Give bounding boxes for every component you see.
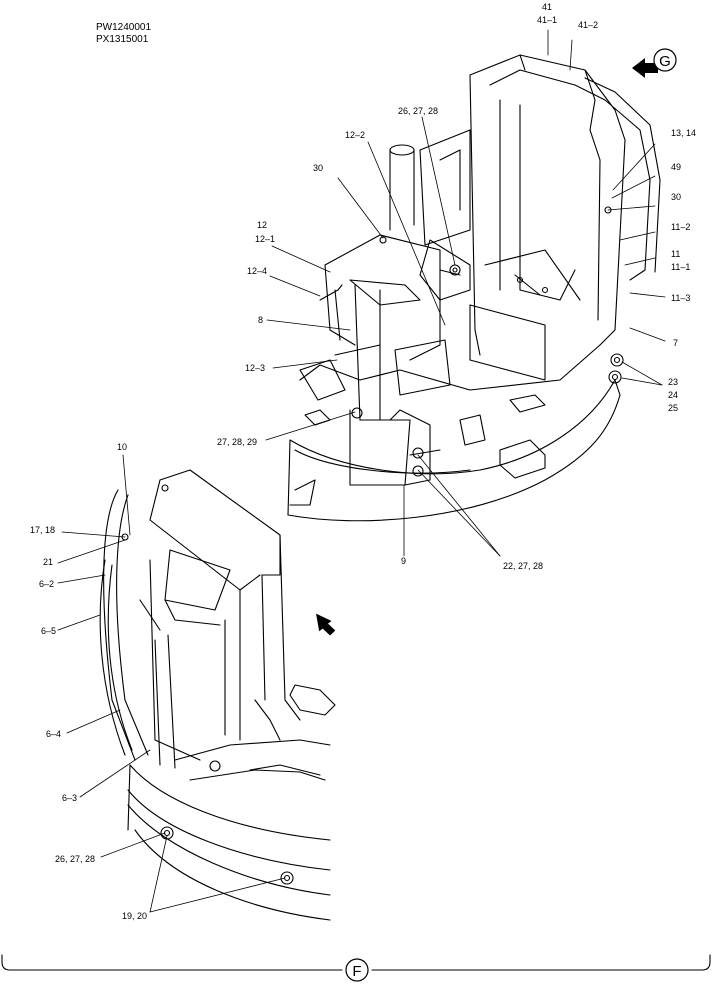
callout-11-3: 11–3 <box>671 293 691 303</box>
upper-floor-plate <box>287 344 621 522</box>
callout-11-2: 11–2 <box>671 222 691 232</box>
lower-floor-rim <box>127 684 336 921</box>
callout-12: 12 <box>257 220 268 230</box>
callout-12-3: 12–3 <box>245 363 266 373</box>
callout-8: 8 <box>258 315 264 325</box>
callout-26-27-28-bottom: 26, 27, 28 <box>55 854 96 864</box>
lower-cab-body <box>149 469 301 761</box>
callout-24: 24 <box>668 390 679 400</box>
model-code-2: PX1315001 <box>96 34 149 45</box>
callout-41-2: 41–2 <box>578 20 599 30</box>
callout-19-20: 19, 20 <box>122 911 148 921</box>
callout-41: 41 <box>542 2 553 12</box>
callout-12-4: 12–4 <box>247 266 268 276</box>
upper-floor-blocks <box>289 394 546 506</box>
view-marker-f: F <box>352 963 361 980</box>
callout-23: 23 <box>668 377 679 387</box>
callout-12-1: 12–1 <box>255 234 276 244</box>
callout-9: 9 <box>401 556 407 566</box>
callout-13-14: 13, 14 <box>671 128 697 138</box>
callout-11-1: 11–1 <box>671 262 691 272</box>
lower-front-panel <box>99 489 176 769</box>
callout-6-2: 6–2 <box>39 579 55 589</box>
callout-6-4: 6–4 <box>46 729 62 739</box>
callout-26-27-28-top: 26, 27, 28 <box>398 106 439 116</box>
lower-bolts <box>121 484 294 885</box>
upper-cab-frame <box>389 54 661 381</box>
arrow-to-g-icon <box>632 58 658 78</box>
callout-30-left: 30 <box>313 163 324 173</box>
callout-12-2: 12–2 <box>345 130 366 140</box>
view-marker-f-circle <box>345 958 369 982</box>
model-code-1: PW1240001 <box>96 22 152 33</box>
view-marker-g: G <box>659 53 671 70</box>
leader-lines <box>57 29 666 913</box>
callout-10: 10 <box>117 442 128 452</box>
callout-6-3: 6–3 <box>62 793 78 803</box>
callout-27-28-29: 27, 28, 29 <box>217 437 258 447</box>
callout-7: 7 <box>673 338 679 348</box>
callout-6-5: 6–5 <box>41 626 57 636</box>
arrow-to-f-icon <box>316 613 336 636</box>
callout-25: 25 <box>668 403 679 413</box>
callout-21: 21 <box>43 557 54 567</box>
bottom-divider <box>1 954 711 971</box>
callout-30-right: 30 <box>671 192 682 202</box>
callout-17-18: 17, 18 <box>30 525 56 535</box>
upper-seat-bracket <box>299 234 471 486</box>
callout-11: 11 <box>671 249 681 259</box>
upper-bolts <box>351 206 624 477</box>
callout-41-1: 41–1 <box>537 15 558 25</box>
callout-22-27-28: 22, 27, 28 <box>503 561 544 571</box>
callout-49: 49 <box>671 162 682 172</box>
view-marker-g-circle <box>653 48 677 72</box>
